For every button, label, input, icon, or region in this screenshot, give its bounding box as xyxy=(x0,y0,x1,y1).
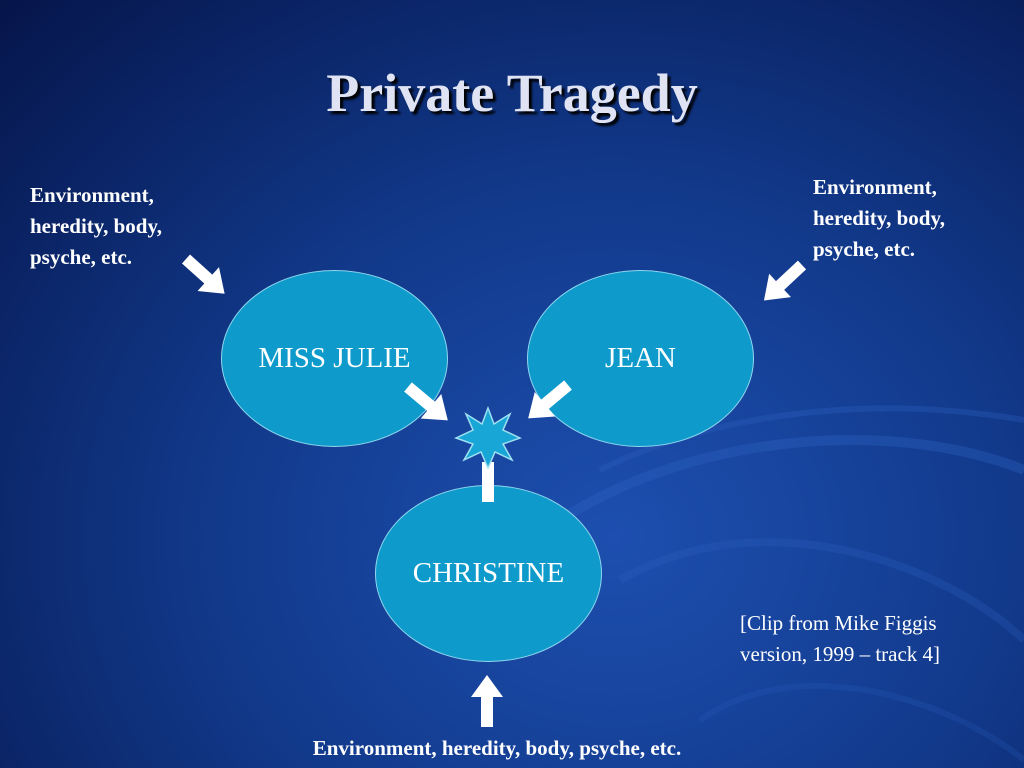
node-jean-label: JEAN xyxy=(605,342,676,374)
slide-title: Private Tragedy xyxy=(326,63,698,123)
node-miss-julie: MISS JULIE xyxy=(221,270,448,447)
cause-text-left: Environment, heredity, body, psyche, etc… xyxy=(30,183,163,269)
node-christine-label: CHRISTINE xyxy=(412,557,565,589)
node-jean: JEAN xyxy=(527,270,754,447)
cause-text-right: Environment, heredity, body, psyche, etc… xyxy=(813,175,946,261)
arrow-icon xyxy=(181,254,225,294)
clip-reference-note: [Clip from Mike Figgis version, 1999 – t… xyxy=(740,611,941,666)
starburst-icon xyxy=(454,405,522,470)
arrow-icon xyxy=(471,675,503,727)
arrow-icon xyxy=(528,380,572,419)
node-christine: CHRISTINE xyxy=(375,485,602,662)
arrow-icon xyxy=(404,382,448,421)
node-miss-julie-label: MISS JULIE xyxy=(258,342,411,374)
arrow-icon xyxy=(763,260,807,301)
arrow-shaft xyxy=(482,462,494,502)
cause-text-bottom: Environment, heredity, body, psyche, etc… xyxy=(312,736,682,760)
